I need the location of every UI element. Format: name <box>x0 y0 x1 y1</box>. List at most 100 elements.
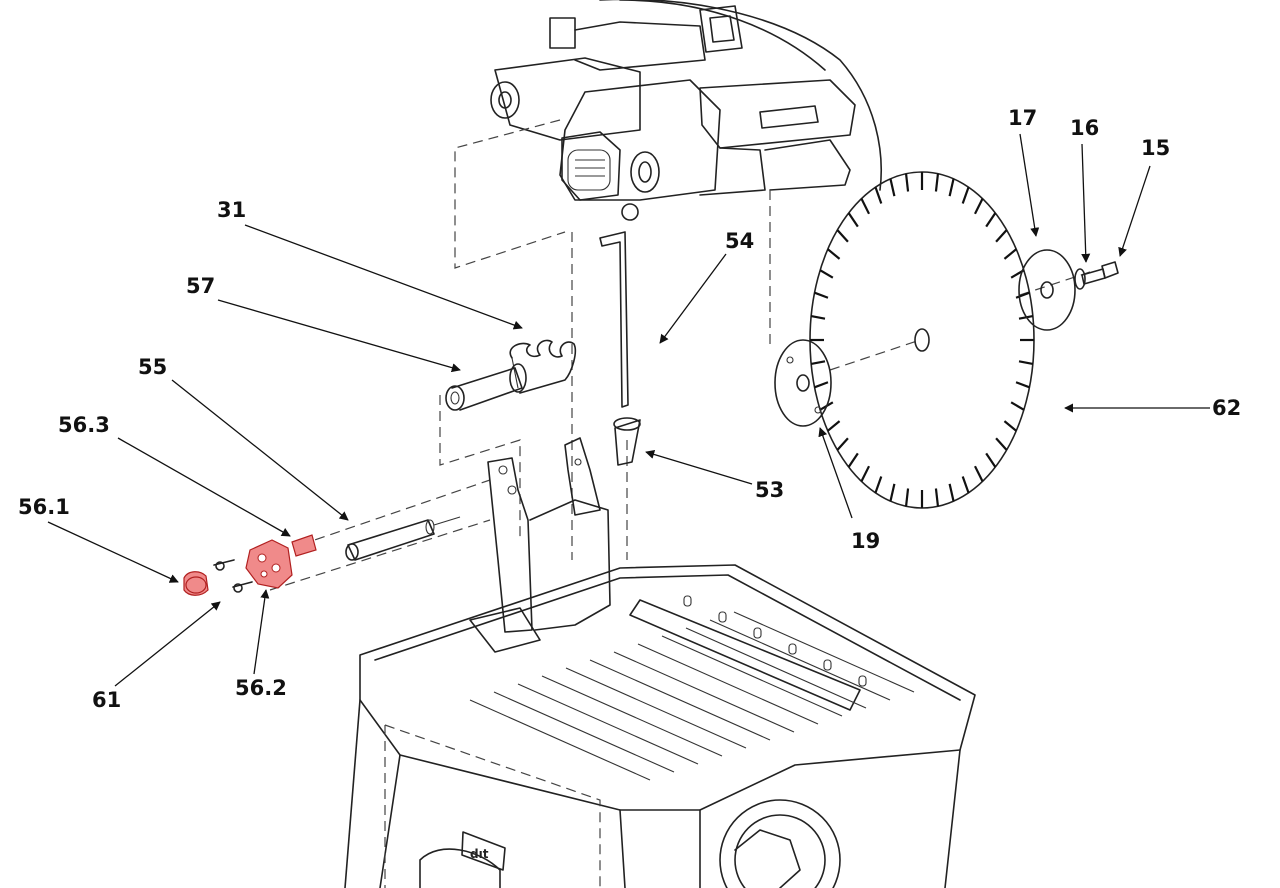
svg-text:dıt: dıt <box>470 847 489 861</box>
label-55: 55 <box>138 355 167 379</box>
blade-tooth <box>827 248 841 260</box>
table-hole <box>823 659 832 671</box>
label-16: 16 <box>1070 116 1099 140</box>
table-slot <box>661 635 843 717</box>
table-slot <box>685 627 867 709</box>
knob-body <box>245 539 293 589</box>
leader-53 <box>645 450 753 485</box>
label-15: 15 <box>1141 136 1170 160</box>
blade-tooth <box>810 360 826 365</box>
blade-tooth <box>860 465 871 482</box>
assembly-guide-lines <box>269 119 1091 591</box>
blade-tooth <box>904 173 910 192</box>
blade-tooth <box>1018 360 1034 365</box>
blade-tooth <box>810 315 826 320</box>
table-slot <box>493 691 675 773</box>
table-slot <box>637 643 819 725</box>
blade-tooth <box>836 437 849 451</box>
blade-tooth <box>973 465 984 482</box>
lock-pin <box>345 516 461 561</box>
label-56-2: 56.2 <box>235 676 287 700</box>
table-slot <box>613 651 795 733</box>
blade-tooth <box>985 212 997 228</box>
key-holder-sleeve <box>613 417 641 466</box>
blade-tooth <box>1015 291 1030 299</box>
table-slot <box>565 667 747 749</box>
label-56-3: 56.3 <box>58 413 110 437</box>
blade-tooth <box>985 452 997 468</box>
label-53: 53 <box>755 478 784 502</box>
blade-tooth <box>1015 381 1030 389</box>
inner-flange <box>774 339 832 427</box>
label-54: 54 <box>725 229 754 253</box>
table-hole <box>753 627 762 639</box>
blade-tooth <box>814 291 829 299</box>
blade-tooth <box>995 437 1008 451</box>
blade-tooth <box>874 476 883 494</box>
label-61: 61 <box>92 688 121 712</box>
table-holes <box>683 595 867 687</box>
leader-61 <box>114 601 221 687</box>
leader-56-2 <box>253 589 270 675</box>
table-slot <box>709 619 891 701</box>
label-62: 62 <box>1212 396 1241 420</box>
leader-16 <box>1081 143 1091 263</box>
table-hole <box>718 611 727 623</box>
blade-tooth <box>889 483 896 502</box>
blade-tooth <box>973 198 984 215</box>
table-slots <box>469 611 915 781</box>
blade-tooth <box>814 381 829 389</box>
leader-56-1 <box>47 521 179 583</box>
blade-tooth <box>961 476 970 494</box>
leader-55 <box>171 379 349 521</box>
screws <box>213 559 253 593</box>
table-slot <box>517 683 699 765</box>
table-slot <box>589 659 771 741</box>
table-hole <box>683 595 692 607</box>
lock-knob-assembly <box>183 534 317 596</box>
leader-lines <box>47 133 1210 687</box>
saw-motor-head <box>490 0 883 221</box>
blade-tooth <box>827 420 841 432</box>
part-labels: 31 57 55 56.3 56.1 61 56.2 54 53 19 62 1… <box>18 106 1241 712</box>
blade-tooth <box>847 212 859 228</box>
leader-56-3 <box>117 437 291 537</box>
blade-tooth <box>995 229 1008 243</box>
diamond-blade <box>809 171 1035 509</box>
table-hole <box>858 675 867 687</box>
table-slot <box>541 675 723 757</box>
label-31: 31 <box>217 198 246 222</box>
knob-insert <box>291 534 317 557</box>
label-56-1: 56.1 <box>18 495 70 519</box>
saw-table: dıt <box>344 564 976 888</box>
leader-31 <box>244 224 523 330</box>
arbor-bolt <box>1081 261 1119 285</box>
lock-bracket <box>469 437 611 653</box>
blade-tooth <box>836 229 849 243</box>
blade-tooth <box>847 452 859 468</box>
hex-key <box>599 231 629 408</box>
spring <box>509 339 577 394</box>
label-57: 57 <box>186 274 215 298</box>
blade-tooth <box>904 488 910 507</box>
spring-tube <box>445 367 523 411</box>
blade-tooth <box>889 178 896 197</box>
leader-17 <box>1019 133 1040 237</box>
leader-15 <box>1118 165 1151 257</box>
blade-tooth <box>1003 248 1017 260</box>
leader-19 <box>818 427 853 519</box>
blade-teeth <box>810 172 1034 508</box>
blade-tooth <box>948 483 955 502</box>
blade-tooth <box>948 178 955 197</box>
leader-57 <box>217 299 461 373</box>
washer <box>1074 268 1086 290</box>
table-slot <box>733 611 915 693</box>
outer-flange <box>1018 249 1076 331</box>
table-hole <box>788 643 797 655</box>
blade-tooth <box>934 488 940 507</box>
table-slot <box>469 699 651 781</box>
blade-tooth <box>819 269 834 279</box>
label-17: 17 <box>1008 106 1037 130</box>
blade-tooth <box>860 198 871 215</box>
